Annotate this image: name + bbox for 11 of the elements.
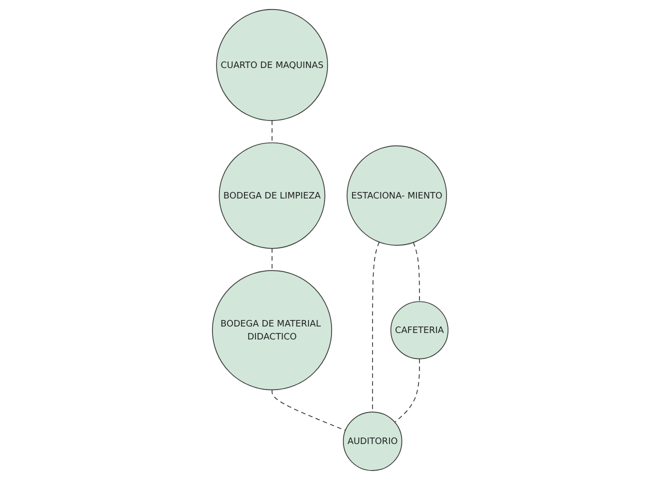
connector: [394, 358, 420, 423]
connector: [272, 120, 273, 144]
node-circle: CAFETERIA: [390, 301, 449, 360]
node-circle: CUARTO DE MAQUINAS: [216, 9, 328, 121]
connector: [272, 389, 346, 431]
node-circle: ESTACIONA- MIENTO: [346, 145, 448, 246]
node-circle: AUDITORIO: [343, 412, 403, 471]
node-circle: BODEGA DE MATERIAL DIDACTICO: [212, 270, 332, 390]
connector: [413, 242, 420, 302]
node-circle: BODEGA DE LIMPIEZA: [219, 142, 326, 249]
connector: [272, 248, 273, 271]
